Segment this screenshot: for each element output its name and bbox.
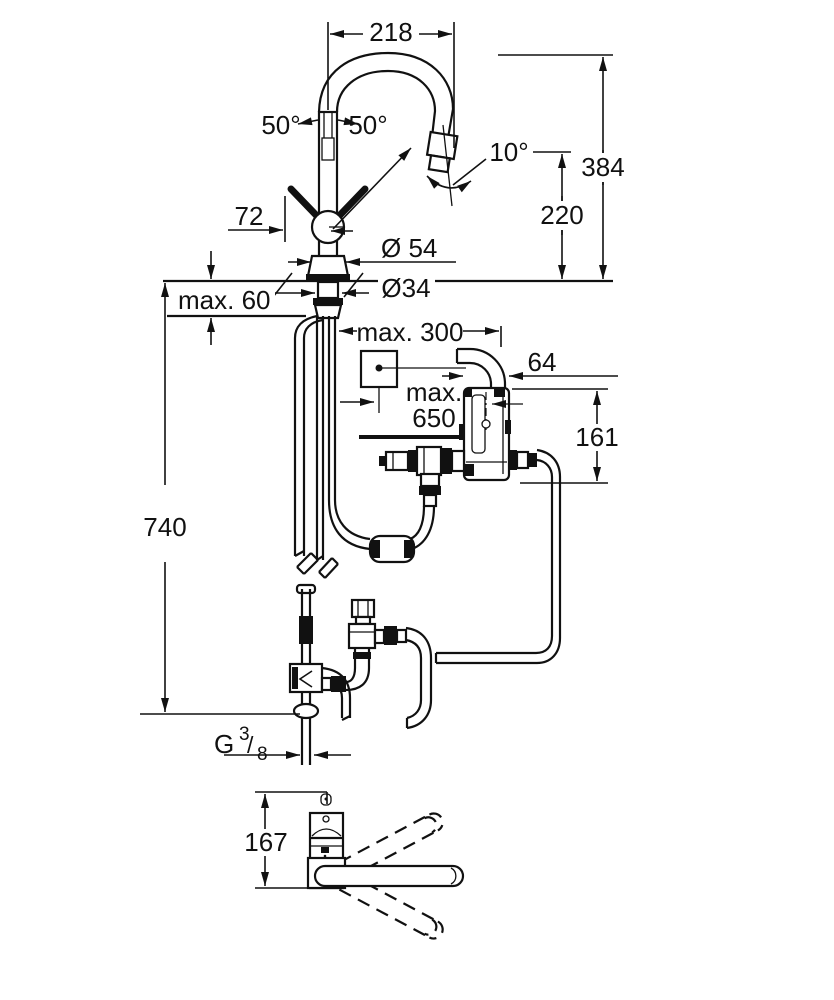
dim-label-161: 161 <box>575 422 618 452</box>
cartridge-detail <box>321 137 335 161</box>
thread-slash: / <box>247 732 254 758</box>
left-fitting-chain <box>379 445 466 477</box>
dim-label-50-left: 50° <box>261 110 300 140</box>
dim-label-max60: max. 60 <box>178 285 271 315</box>
dim-label-g38: G 3 / 8 <box>214 724 268 765</box>
spout-angle-reference-line <box>442 124 453 207</box>
dimension-lines <box>140 22 618 889</box>
faucet-side-view <box>287 51 459 282</box>
under-counter-plumbing <box>288 280 562 765</box>
dim-label-dia54: Ø 54 <box>381 233 437 263</box>
spout-outlet <box>425 130 459 174</box>
thread-numerator: 3 <box>239 724 250 745</box>
inline-filter <box>368 534 416 564</box>
right-fitting-chain <box>510 450 537 470</box>
control-box <box>459 386 523 482</box>
vertical-connector <box>409 472 441 551</box>
dim-label-max650-line2: 650 <box>412 403 455 433</box>
bottom-view <box>306 793 465 940</box>
dim-label-50-right: 50° <box>348 110 387 140</box>
faucet-body <box>306 110 350 282</box>
spout <box>317 51 459 207</box>
lever-ball-joint <box>287 117 412 245</box>
thread-denominator: 8 <box>257 744 268 765</box>
spout-pipe-bottom-view <box>313 864 465 888</box>
swivel-arrow-right <box>337 117 359 126</box>
threaded-section <box>299 616 313 644</box>
thread-prefix: G <box>214 729 234 759</box>
connection-hoses <box>293 314 371 579</box>
inlet-elbow-hose <box>455 347 507 390</box>
dim-label-dia34: Ø34 <box>381 273 430 303</box>
swivel-range-dashed-pipes <box>338 812 444 940</box>
base-flange <box>306 274 350 282</box>
lever-travel-indicator <box>332 147 412 230</box>
dim-label-max300: max. 300 <box>357 317 464 347</box>
escutcheon <box>306 254 350 278</box>
dim-label-64: 64 <box>528 347 557 377</box>
dimension-labels: 218 50° 50° 10° 384 220 72 Ø 54 Ø34 max.… <box>141 17 628 857</box>
big-hose-loop <box>434 448 562 665</box>
dim-label-167: 167 <box>244 827 287 857</box>
dim-label-218: 218 <box>369 17 412 47</box>
dim-label-10: 10° <box>489 137 528 167</box>
dim-label-72: 72 <box>235 201 264 231</box>
lever-right-position <box>336 185 369 219</box>
lever-left-position <box>287 185 320 219</box>
mounting-shank <box>313 280 343 320</box>
dim-label-740: 740 <box>143 512 186 542</box>
supply-pipe <box>288 583 352 765</box>
power-plug-symbol <box>359 349 466 439</box>
dim-label-384: 384 <box>581 152 624 182</box>
shutoff-valve <box>320 598 433 730</box>
dim-label-220: 220 <box>540 200 583 230</box>
dim-label-max650-line1: max. <box>406 377 462 407</box>
hex-nut <box>292 702 320 720</box>
swivel-arrow-left <box>297 117 319 126</box>
